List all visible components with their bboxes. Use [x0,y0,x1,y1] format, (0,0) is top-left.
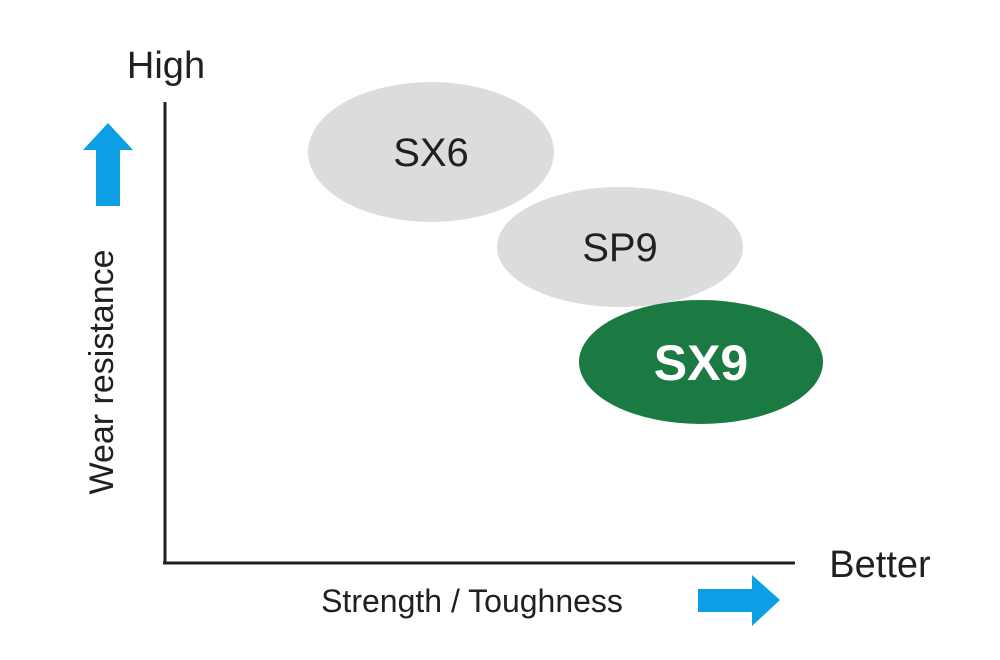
y-axis-high-label: High [127,45,205,87]
grade-sx6-label: SX6 [393,131,469,175]
arrow-up-icon [83,123,133,206]
x-axis-title: Strength / Toughness [321,583,623,619]
grade-sx9-label: SX9 [654,335,749,391]
grade-sx9: SX9 [579,300,823,424]
y-axis-title: Wear resistance [83,249,121,494]
grade-sp9-label: SP9 [582,226,658,270]
grade-sp9: SP9 [497,187,743,307]
grade-sx6-ellipse [308,82,554,222]
grade-sx9-ellipse [579,300,823,424]
x-axis-better-label: Better [829,544,931,586]
grade-sx6: SX6 [308,82,554,222]
arrow-right-icon [698,575,780,626]
grade-sp9-ellipse [497,187,743,307]
